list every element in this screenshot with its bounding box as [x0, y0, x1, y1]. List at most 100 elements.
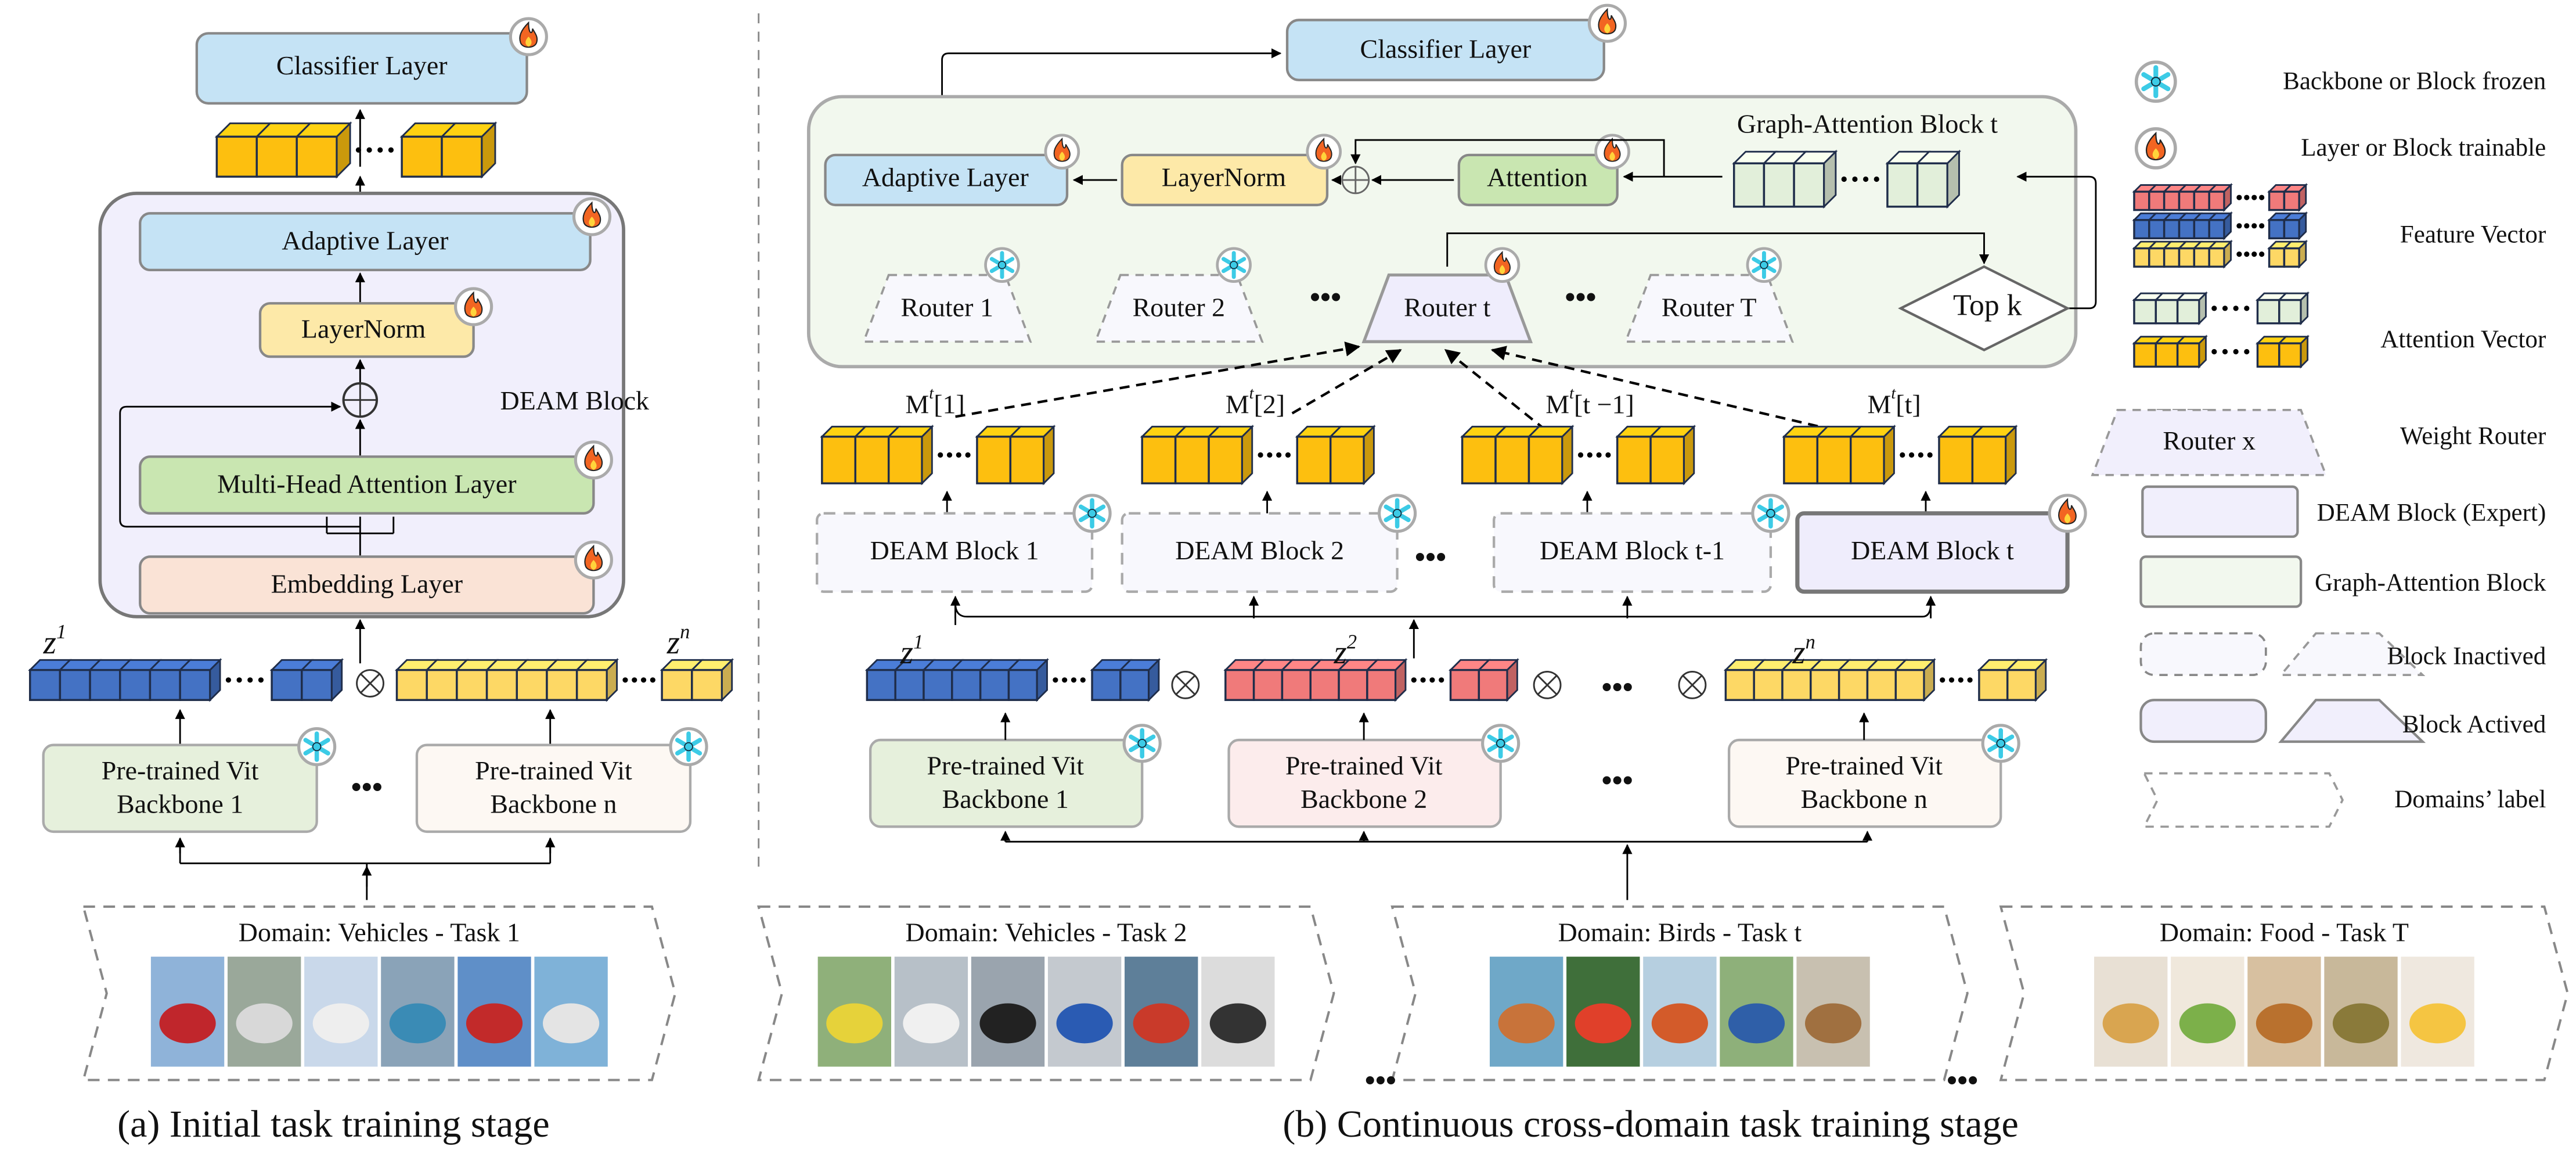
- router-1-label: Router 1: [900, 292, 993, 322]
- router-t-label: Router t: [1404, 292, 1491, 322]
- memory-label-m: M: [905, 390, 929, 419]
- vector-cell: [1978, 669, 2009, 701]
- ellipsis-dot: [258, 677, 264, 683]
- vector-cell: [2133, 342, 2157, 368]
- vector-cell-side: [2035, 657, 2047, 702]
- domain-image-subject: [979, 1003, 1036, 1044]
- ellipsis-dot: [2222, 306, 2228, 311]
- ellipsis-dot: [2251, 251, 2257, 257]
- vector-cell: [2163, 191, 2181, 211]
- qkv-arrows: [326, 516, 395, 557]
- vector-cell: [2283, 247, 2300, 268]
- domain-title: Domain: Vehicles - Task 1: [239, 917, 520, 947]
- caption-b: (b) Continuous cross-domain task trainin…: [1282, 1103, 2018, 1145]
- vector-cell: [1616, 436, 1652, 484]
- ellipsis-dot: [225, 677, 232, 683]
- vector-cell-side: [1148, 657, 1160, 702]
- router-2-label: Router 2: [1133, 292, 1226, 322]
- ellipsis-dot: [2244, 195, 2250, 200]
- vector-cell: [2208, 247, 2225, 268]
- router-T-shape: [1624, 274, 1794, 343]
- domain-image-subject: [1498, 1003, 1555, 1044]
- vector-cell: [1866, 669, 1897, 701]
- vector-cell: [1763, 162, 1795, 208]
- embedding-layer-a-label: Embedding Layer: [271, 569, 463, 599]
- ellipsis-dot: [1062, 677, 1068, 683]
- vector-cell: [1338, 669, 1368, 701]
- memory-label-sup: t: [1891, 384, 1896, 402]
- vector-cell: [1971, 436, 2007, 484]
- vector-cell: [59, 669, 91, 701]
- fire-icon: [574, 199, 610, 235]
- ellipsis: •••: [1415, 541, 1446, 574]
- memory-label-idx: [t −1]: [1574, 390, 1634, 419]
- vector-cell: [1461, 436, 1497, 484]
- vector-cell: [1224, 669, 1255, 701]
- fire-icon: [2049, 495, 2085, 531]
- vector-cell: [1208, 436, 1244, 484]
- dashed-arrow: [1291, 348, 1402, 415]
- topk-diamond: [1898, 265, 2070, 352]
- caption-a: (a) Initial task training stage: [117, 1103, 550, 1145]
- legend-router-x: Router x: [2163, 426, 2256, 455]
- vector-cell: [2133, 247, 2150, 268]
- domain-image-subject: [389, 1003, 446, 1044]
- legend-weight-router: Weight Router: [2400, 423, 2546, 450]
- ellipsis-dot: [2259, 195, 2265, 200]
- vector-cell: [2163, 219, 2181, 240]
- z-label-sup: 1: [913, 631, 923, 653]
- vector-cell: [485, 669, 518, 701]
- vector-cell: [2148, 191, 2166, 211]
- vector-cell: [979, 669, 1010, 701]
- backbone-line1: Pre-trained Vit: [1285, 750, 1443, 780]
- domain-image-subject: [1804, 1003, 1862, 1044]
- attention-vector: [1732, 149, 1961, 209]
- otimes-line: [1536, 674, 1558, 696]
- vector-cell: [441, 135, 483, 178]
- deam-block-2: [1121, 512, 1399, 593]
- snowflake-icon: [986, 249, 1019, 282]
- memory-label-m: M: [1226, 390, 1249, 419]
- vector-cell: [255, 135, 298, 178]
- domain-title: Domain: Vehicles - Task 2: [906, 917, 1187, 947]
- vector-cell-side: [2198, 335, 2207, 369]
- fire-icon: [1046, 135, 1079, 168]
- legend-inactive: Block Inactived: [2387, 642, 2546, 670]
- vector-cell-side: [1506, 657, 1518, 702]
- domain-image-subject: [2179, 1003, 2236, 1044]
- vector-cell-side: [2298, 183, 2307, 213]
- snowflake-icon: [299, 729, 335, 765]
- backbone-1-a-line1: Pre-trained Vit: [102, 756, 259, 785]
- vector-cell: [1296, 436, 1332, 484]
- router-T-label: Router T: [1662, 292, 1757, 322]
- adaptive-layer-b-label: Adaptive Layer: [862, 162, 1029, 192]
- deam-block-3: [1493, 512, 1772, 593]
- router-2-shape: [1094, 274, 1264, 343]
- vector-cell: [2148, 247, 2166, 268]
- vector-cell: [854, 436, 890, 484]
- domain-image-subject: [1133, 1003, 1190, 1044]
- vector-cell-side: [2198, 291, 2207, 326]
- vector-cell-side: [1561, 425, 1573, 486]
- backbone-line2: Backbone 2: [1300, 784, 1427, 814]
- mha-layer-a-label: Multi-Head Attention Layer: [217, 469, 516, 498]
- vector-cell: [661, 669, 693, 701]
- vector-cell: [2208, 219, 2225, 240]
- vector-cell: [2178, 191, 2196, 211]
- domain-title: Domain: Food - Task T: [2160, 917, 2409, 947]
- vector-cell-side: [2223, 211, 2232, 240]
- vector-cell: [2155, 299, 2179, 325]
- memory-label-idx: [t]: [1896, 390, 1921, 419]
- memory-label: Mt[t −1]: [1545, 384, 1634, 419]
- vector-cell: [2178, 219, 2196, 240]
- backbone-1-a-line2: Backbone 1: [117, 789, 243, 818]
- deam-input-lines: [954, 603, 1932, 626]
- vector-cell-side: [1036, 657, 1048, 702]
- otimes-line: [1174, 674, 1197, 696]
- residual-arrow: [119, 401, 361, 528]
- vector-cell: [2193, 219, 2210, 240]
- vector-cell: [1850, 436, 1885, 484]
- vector-cell: [2193, 191, 2210, 211]
- vector-cell: [821, 436, 856, 484]
- vector-cell: [923, 669, 953, 701]
